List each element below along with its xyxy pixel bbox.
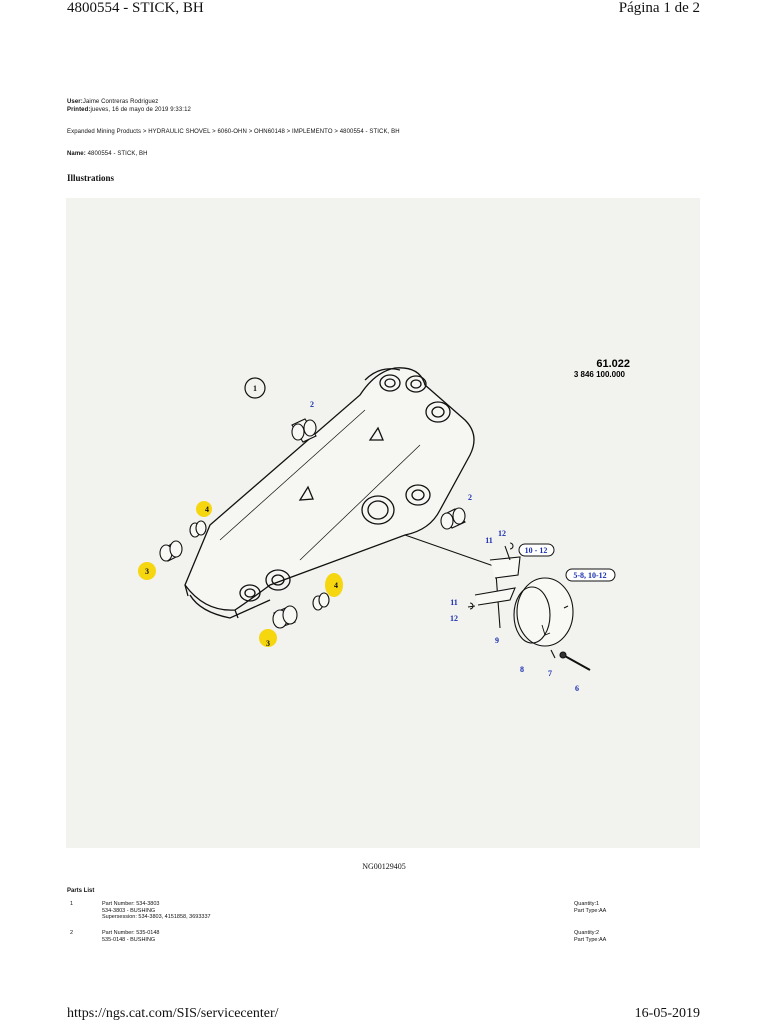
callout-12-bottom: 12 — [450, 614, 458, 623]
callout-5-8-10-12: 5-8, 10-12 — [573, 571, 606, 580]
breadcrumb: Expanded Mining Products > HYDRAULIC SHO… — [67, 129, 400, 135]
bolt — [562, 654, 591, 671]
part-quantity-block: Quantity:2 Part Type:AA — [574, 930, 606, 943]
callout-11-top: 11 — [485, 536, 493, 545]
cover-plate — [516, 577, 574, 647]
part-quantity: Quantity:2 — [574, 930, 600, 936]
part-type: Part Type:AA — [574, 936, 607, 943]
parts-illustration: 61.022 3 846 100.000 — [66, 198, 700, 848]
callout-3-lower: 3 — [266, 639, 270, 648]
callout-1: 1 — [253, 384, 257, 393]
stick-body — [184, 367, 506, 619]
callout-4-upper: 4 — [205, 505, 209, 514]
part-number: Part Number: 535-0148 — [102, 930, 160, 936]
page-indicator: Página 1 de 2 — [618, 0, 700, 16]
illustration-caption: NG00129405 — [362, 862, 406, 871]
part-description: Part Number: 535-0148 535-0148 - BUSHING — [102, 930, 159, 943]
ref-code: 3 846 100.000 — [574, 370, 626, 379]
callout-10-12: 10 - 12 — [525, 546, 548, 555]
part-type: Part Type:AA — [574, 907, 607, 914]
cover-plate-assembly — [467, 542, 591, 671]
ref-number: 61.022 — [596, 358, 630, 370]
leader-line — [404, 534, 506, 571]
callout-6: 6 — [575, 684, 579, 693]
gasket-ring — [513, 586, 551, 644]
bushing-bottom-small — [312, 592, 330, 611]
part-description: Part Number: 534-3803 534-3803 - BUSHING… — [102, 901, 211, 921]
printed-line: Printed:jueves, 16 de mayo de 2019 9:33:… — [67, 107, 191, 114]
name-label: Name: — [67, 151, 86, 157]
part-name: 535-0148 - BUSHING — [102, 936, 156, 943]
pin-boss-top — [379, 374, 401, 392]
exploded-diagram: 61.022 3 846 100.000 — [138, 358, 630, 693]
parts-list-heading: Parts List — [67, 888, 95, 894]
callout-2-top: 2 — [310, 400, 314, 409]
callout-9: 9 — [495, 636, 499, 645]
callout-3-left: 3 — [145, 567, 149, 576]
pin-boss-middle — [361, 495, 395, 525]
name-line: Name: 4800554 - STICK, BH — [67, 151, 148, 158]
name-value: 4800554 - STICK, BH — [87, 151, 148, 157]
part-name: 534-3803 - BUSHING — [102, 907, 156, 914]
callout-8: 8 — [520, 665, 524, 674]
bushing-right — [440, 507, 466, 530]
footer-date: 16-05-2019 — [634, 1006, 700, 1021]
callout-11-bottom: 11 — [450, 598, 458, 607]
callout-4-lower: 4 — [334, 581, 338, 590]
callout-2-right: 2 — [468, 493, 472, 502]
callout-1-ring — [244, 377, 266, 399]
highlight-3-left — [138, 562, 156, 580]
callout-5-8-ring — [565, 568, 616, 582]
bushing-top — [291, 418, 317, 443]
footer-url[interactable]: https://ngs.cat.com/SIS/servicecenter/ — [67, 1006, 279, 1021]
highlight-markers — [138, 501, 343, 647]
callout-7: 7 — [548, 669, 552, 678]
bushing-left-small — [189, 520, 207, 538]
part-quantity-block: Quantity:1 Part Type:AA — [574, 901, 606, 914]
document-title: 4800554 - STICK, BH — [67, 0, 204, 16]
part-quantity: Quantity:1 — [574, 901, 600, 907]
highlight-4-lower — [325, 573, 343, 597]
callout-10-12-ring — [518, 543, 555, 557]
user-value: Jaime Contreras Rodriguez — [82, 99, 159, 105]
illustrations-heading: Illustrations — [67, 173, 115, 183]
highlight-4-upper — [196, 501, 212, 517]
part-index: 2 — [70, 930, 74, 936]
user-line: User:Jaime Contreras Rodriguez — [67, 99, 158, 106]
callout-12-top: 12 — [498, 529, 506, 538]
bushing-left — [159, 540, 183, 562]
part-index: 1 — [70, 901, 74, 907]
part-number: Part Number: 534-3803 — [102, 901, 160, 907]
user-label: User: — [67, 99, 83, 105]
part-supersession: Supersession: 534-3803, 4151858, 3693337 — [102, 914, 211, 920]
bushing-bottom — [272, 605, 298, 629]
printed-label: Printed: — [67, 107, 91, 113]
printed-value: jueves, 16 de mayo de 2019 9:33:12 — [90, 107, 191, 113]
highlight-3-lower — [259, 629, 277, 647]
